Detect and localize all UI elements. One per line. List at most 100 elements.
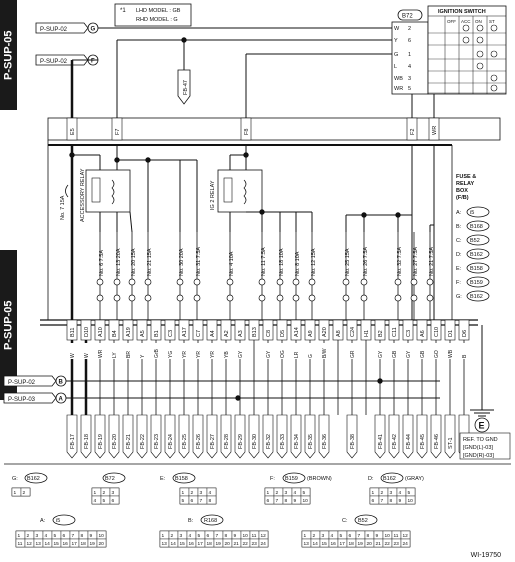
wire-code: YG	[168, 351, 174, 358]
terminal-arrow	[136, 414, 148, 459]
ref-left-bottom-b[interactable]: P-SUP-02 B	[3, 375, 67, 387]
wire-label-bg	[306, 343, 314, 359]
connector-pin-number: 7	[358, 533, 361, 539]
ignition-column-label: ST	[489, 19, 495, 24]
wire-code: GB	[420, 350, 426, 358]
ref-left-top-label: P-SUP-02	[40, 27, 68, 33]
connector-pin-number: 9	[399, 498, 402, 504]
connector-pin-number: 10	[385, 533, 391, 539]
wire-code: Y	[140, 354, 146, 358]
wire-code: OG	[280, 350, 286, 358]
connector-pin-number: 12	[27, 541, 33, 547]
fuse-terminal	[342, 294, 350, 302]
top-tab-code: E5	[70, 128, 76, 135]
fuse-terminal	[258, 294, 266, 302]
fuse-terminal	[96, 294, 104, 302]
connector-pin-number: 4	[189, 533, 192, 539]
wire-label-bg	[110, 343, 118, 359]
top-tab-box	[66, 117, 78, 141]
terminal-arrow	[108, 414, 120, 459]
connector-pin-number: 19	[358, 541, 364, 547]
wire-code: GB	[392, 350, 398, 358]
pin-label: D6	[462, 330, 468, 337]
terminal-label: FB-26	[196, 434, 202, 449]
ignition-pin-number: 4	[408, 64, 411, 70]
ground-ref: [GND(R)-03]	[463, 453, 494, 459]
connector-pin-number: 18	[349, 541, 355, 547]
connector-id: B158	[175, 476, 188, 482]
ignition-wire-code: W	[394, 26, 400, 32]
pin-label: D5	[280, 330, 286, 337]
terminal-label: ST-1	[448, 437, 454, 449]
terminal-arrow	[374, 414, 386, 459]
ref-left-bottom-circ: B	[59, 380, 64, 386]
pin-label: D1	[448, 330, 454, 337]
connector-pin-number: 17	[340, 541, 346, 547]
switch-contact	[462, 24, 470, 32]
fuse-terminal	[96, 278, 104, 286]
connector-pin-number: 10	[243, 533, 249, 539]
terminal-arrow	[164, 414, 176, 459]
connector-id-shape	[380, 472, 404, 484]
fuse-label: No. 4 10A	[229, 251, 235, 276]
connector-cavity	[400, 538, 411, 548]
ref-left-top-circ: G	[91, 27, 96, 33]
terminal-label: FB-36	[322, 434, 328, 449]
fuse-box-item-conn-shape	[466, 206, 490, 218]
connector-id: B72	[105, 476, 115, 482]
top-tab: F2	[406, 117, 418, 141]
connector-pin-number: 6	[191, 498, 194, 504]
fuse-box-title: RELAY	[456, 181, 474, 187]
terminal-arrow	[318, 414, 330, 459]
pin-label: A19	[126, 327, 132, 337]
wire-label-bg	[348, 343, 356, 359]
wire-label-bg	[236, 343, 244, 359]
terminal-label: FB-33	[280, 434, 286, 449]
fuse: No. 20 15A	[128, 232, 137, 320]
pin-label: C11	[392, 327, 398, 337]
pin-label: B4	[112, 330, 118, 337]
ref-left-top-g[interactable]: P-SUP-02 G	[35, 22, 99, 34]
connector-pin-number: 6	[349, 533, 352, 539]
top-tab-box	[428, 117, 440, 141]
ignition-pin-number: 6	[408, 38, 411, 44]
switch-contact	[476, 50, 484, 58]
wire-code: YR	[196, 351, 202, 358]
wire-code: W	[70, 353, 76, 358]
connector-id-shape	[24, 472, 48, 484]
wire-code: BR	[126, 351, 132, 358]
ignition-pin-number: 2	[408, 26, 411, 32]
ignition-pin-number: 5	[408, 86, 411, 92]
wire-label-bg	[404, 343, 412, 359]
terminal-arrow	[150, 414, 162, 459]
accessory-relay-label: ACCESSORY RELAY	[80, 168, 86, 222]
connector-id: B159	[285, 476, 298, 482]
connector-cavity	[300, 495, 311, 505]
connector-pin-number: 1	[14, 490, 17, 496]
connector-pin-number: 17	[72, 541, 78, 547]
fuse: No. 27 7.5A	[410, 232, 419, 320]
wire-code: GY	[238, 350, 244, 358]
connector-cavity	[109, 495, 120, 505]
fuse-terminal	[176, 278, 184, 286]
fuse-box-item-conn: B158	[470, 266, 483, 272]
top-tab-box	[240, 117, 252, 141]
connector-pin-number: 1	[304, 533, 307, 539]
connector-pin-number: 3	[112, 490, 115, 496]
connector-cavity	[258, 538, 269, 548]
fuse-terminal	[176, 294, 184, 302]
legend-note: *1 LHD MODEL : GB RHD MODEL : G	[114, 3, 192, 27]
top-tab: F8	[240, 117, 252, 141]
connector-pin-number: 15	[322, 541, 328, 547]
top-tab-code: F8	[244, 129, 250, 135]
terminal-label: FB-22	[140, 434, 146, 449]
ref-left-bottom-a[interactable]: P-SUP-03 A	[3, 392, 67, 404]
